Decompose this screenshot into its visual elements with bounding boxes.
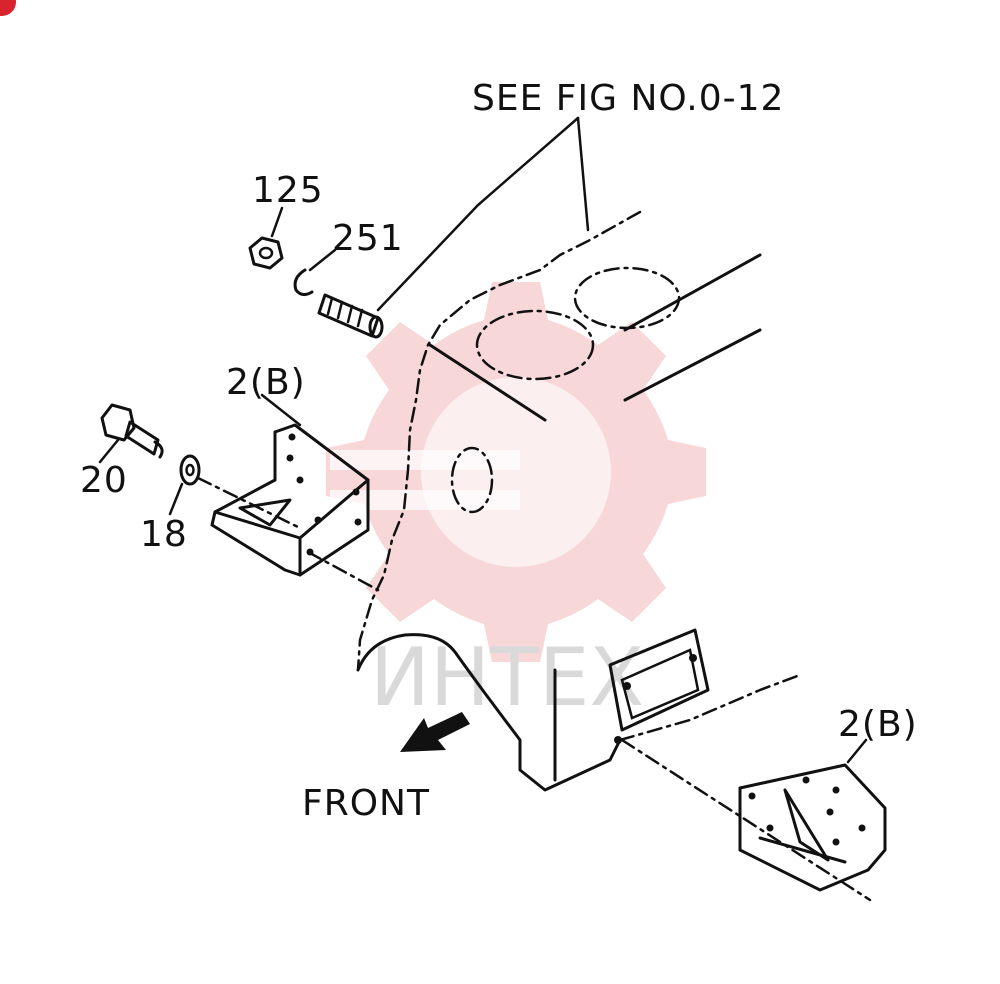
washer-18 (168, 454, 201, 516)
watermark-gear-logo (326, 282, 706, 662)
washer-251 (293, 248, 337, 297)
front-label: FRONT (302, 783, 430, 824)
callout-label: 2(B) (226, 362, 306, 403)
callout-label: 125 (252, 170, 324, 211)
nut-125 (248, 206, 284, 270)
bracket-lower (620, 738, 887, 902)
reference-note: SEE FIG NO.0-12 (472, 78, 784, 119)
watermark-text: ИНТЕХ (370, 631, 644, 724)
callout-label: 251 (332, 218, 404, 259)
callout-label: 2(B) (838, 704, 918, 745)
front-arrow-icon (400, 712, 470, 752)
stud (317, 293, 384, 339)
engine-block (356, 210, 802, 792)
callout-label: 20 (80, 460, 128, 501)
corner-badge (0, 0, 16, 16)
callout-label: 18 (140, 514, 188, 555)
bolt-20 (98, 403, 164, 464)
bracket-upper (196, 393, 380, 592)
reference-leaders (376, 116, 590, 312)
